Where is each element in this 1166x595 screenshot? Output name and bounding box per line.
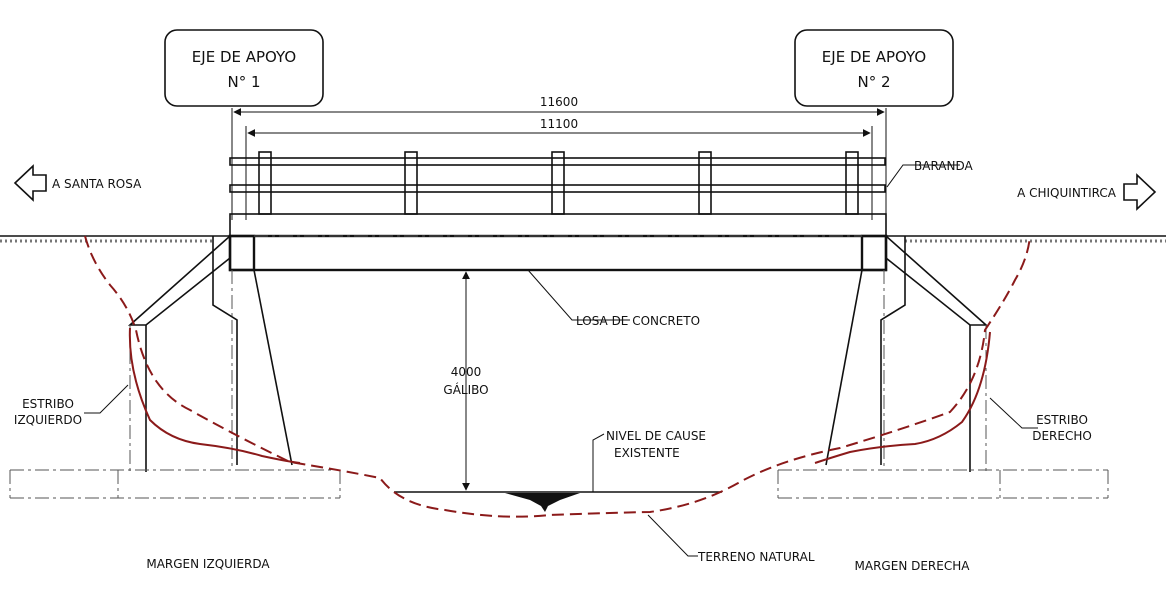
abutment-right bbox=[777, 235, 1109, 499]
direction-right-label: A CHIQUINTIRCA bbox=[1017, 186, 1117, 200]
terrain-label: TERRENO NATURAL bbox=[697, 550, 815, 564]
terrain-profile bbox=[84, 235, 1031, 518]
abutment-right-label-1: ESTRIBO bbox=[1036, 413, 1088, 427]
clearance-dimension: 4000 GÁLIBO bbox=[443, 271, 489, 491]
river-level-label-1: NIVEL DE CAUSE bbox=[606, 429, 706, 443]
abutment-left-label-2: IZQUIERDO bbox=[14, 413, 82, 427]
abutment-left-label-1: ESTRIBO bbox=[22, 397, 74, 411]
slab-label: LOSA DE CONCRETO bbox=[576, 314, 700, 328]
bridge-deck bbox=[228, 213, 888, 272]
axis-box-right: EJE DE APOYO N° 2 bbox=[794, 29, 954, 107]
river-level-callout: NIVEL DE CAUSE EXISTENTE bbox=[592, 429, 706, 492]
abutment-left-callout: ESTRIBO IZQUIERDO bbox=[14, 384, 129, 427]
axis-box-left: EJE DE APOYO N° 1 bbox=[164, 29, 324, 107]
direction-left-label: A SANTA ROSA bbox=[52, 177, 142, 191]
axis-left-number: N° 1 bbox=[227, 73, 260, 91]
ground-surface bbox=[0, 235, 1166, 243]
clearance-label: GÁLIBO bbox=[443, 382, 488, 397]
abutment-left bbox=[9, 235, 341, 499]
terrain-callout: TERRENO NATURAL bbox=[647, 514, 815, 564]
dimension-total-label: 11600 bbox=[540, 95, 578, 109]
railing-label: BARANDA bbox=[914, 159, 974, 173]
direction-right: A CHIQUINTIRCA bbox=[1017, 173, 1157, 211]
axis-left-title: EJE DE APOYO bbox=[192, 48, 296, 66]
river-level-label-2: EXISTENTE bbox=[614, 446, 680, 460]
railing bbox=[229, 151, 886, 215]
abutment-right-callout: ESTRIBO DERECHO bbox=[989, 397, 1092, 443]
dimension-total: 11600 bbox=[231, 95, 887, 220]
margin-right-label: MARGEN DERECHA bbox=[855, 559, 971, 573]
railing-callout: BARANDA bbox=[886, 159, 974, 188]
slab-callout: LOSA DE CONCRETO bbox=[527, 269, 700, 328]
dimension-inner-label: 11100 bbox=[540, 117, 578, 131]
dimension-inner: 11100 bbox=[245, 117, 873, 220]
direction-left: A SANTA ROSA bbox=[13, 164, 142, 202]
margin-left-label: MARGEN IZQUIERDA bbox=[146, 557, 270, 571]
axis-right-number: N° 2 bbox=[857, 73, 890, 91]
abutment-right-label-2: DERECHO bbox=[1032, 429, 1092, 443]
clearance-value: 4000 bbox=[451, 365, 482, 379]
axis-right-title: EJE DE APOYO bbox=[822, 48, 926, 66]
arrow-left-icon bbox=[13, 164, 47, 202]
arrow-right-icon bbox=[1123, 173, 1157, 211]
river-bed bbox=[394, 491, 722, 512]
